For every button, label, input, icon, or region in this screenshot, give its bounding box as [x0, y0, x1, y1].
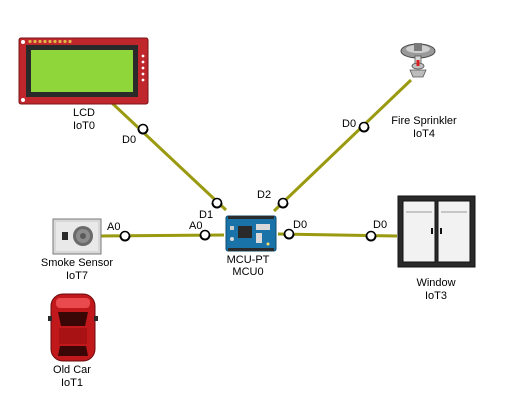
- device-name-window: Window: [416, 277, 455, 289]
- device-name-sprinkler: Fire Sprinkler: [391, 115, 457, 127]
- connector-lcd[interactable]: [137, 123, 149, 135]
- port-label-sprinkler: D0: [342, 118, 356, 130]
- car-icon: [48, 293, 98, 362]
- device-car[interactable]: Old Car IoT1: [48, 293, 98, 389]
- connector-mcu-smoke[interactable]: [199, 229, 211, 241]
- connector-window[interactable]: [365, 230, 377, 242]
- port-connectors: [119, 121, 377, 242]
- port-labels: D0 D1 D0 D2 A0 A0 D0 D0: [107, 118, 387, 233]
- device-name-mcu: MCU-PT: [227, 254, 270, 266]
- device-id-mcu: MCU0: [232, 266, 263, 278]
- device-mcu[interactable]: MCU-PT MCU0: [225, 215, 277, 278]
- connector-mcu-sprinkler[interactable]: [277, 197, 289, 209]
- device-id-window: IoT3: [425, 290, 447, 302]
- device-lcd[interactable]: LCD IoT0: [18, 37, 149, 132]
- port-label-window: D0: [373, 219, 387, 231]
- device-id-lcd: IoT0: [73, 120, 95, 132]
- lcd-icon: [18, 37, 149, 105]
- connector-sprinkler[interactable]: [358, 121, 370, 133]
- device-name-smoke: Smoke Sensor: [41, 257, 113, 269]
- device-window[interactable]: Window IoT3: [397, 195, 476, 302]
- smoke-sensor-icon: [52, 218, 102, 255]
- link-mcu-window[interactable]: [277, 232, 398, 238]
- port-label-mcu-lcd: D1: [199, 209, 213, 221]
- connector-smoke[interactable]: [119, 230, 131, 242]
- port-label-mcu-smoke: A0: [189, 220, 202, 232]
- device-id-smoke: IoT7: [66, 270, 88, 282]
- device-smoke[interactable]: Smoke Sensor IoT7: [41, 218, 113, 282]
- link-lcd-mcu[interactable]: [110, 101, 228, 212]
- port-label-lcd: D0: [122, 134, 136, 146]
- connector-mcu-window[interactable]: [283, 228, 295, 240]
- connector-mcu-lcd[interactable]: [211, 197, 223, 209]
- device-name-car: Old Car: [53, 364, 91, 376]
- link-sprinkler-mcu[interactable]: [272, 78, 413, 213]
- port-label-smoke: A0: [107, 221, 120, 233]
- fire-sprinkler-icon: [400, 43, 436, 78]
- device-name-lcd: LCD: [73, 107, 95, 119]
- window-icon: [397, 195, 476, 268]
- device-sprinkler[interactable]: Fire Sprinkler IoT4: [391, 43, 457, 140]
- microcontroller-icon: [225, 215, 277, 252]
- port-label-mcu-window: D0: [293, 219, 307, 231]
- device-id-car: IoT1: [61, 377, 83, 389]
- device-id-sprinkler: IoT4: [413, 128, 435, 140]
- port-label-mcu-sprinkler: D2: [257, 189, 271, 201]
